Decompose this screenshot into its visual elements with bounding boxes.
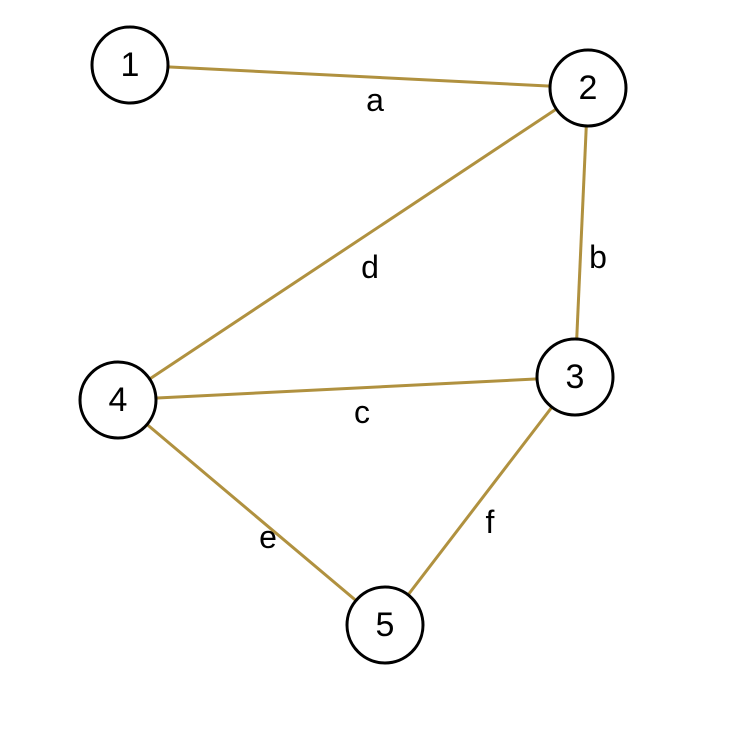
node-label: 1 xyxy=(121,46,140,84)
edge-label-f: f xyxy=(486,504,495,540)
edge-label-d: d xyxy=(361,249,379,285)
edge-c xyxy=(117,375,576,402)
edge-label-e: e xyxy=(259,519,277,555)
edge-label-a: a xyxy=(366,82,384,118)
edge-b xyxy=(573,87,590,378)
node-label: 3 xyxy=(566,358,585,396)
node-circle xyxy=(90,25,170,105)
node-3: 3 xyxy=(535,337,615,417)
node-label: 5 xyxy=(376,606,395,644)
edge-label-c: c xyxy=(354,394,370,430)
node-5: 5 xyxy=(345,585,425,665)
node-label: 4 xyxy=(109,381,128,419)
node-circle xyxy=(535,337,615,417)
node-circle xyxy=(345,585,425,665)
node-circle xyxy=(78,360,158,440)
node-circle xyxy=(548,48,628,128)
node-label: 2 xyxy=(579,69,598,107)
edge-label-b: b xyxy=(589,239,607,275)
node-2: 2 xyxy=(548,48,628,128)
edge-f xyxy=(383,376,577,626)
node-4: 4 xyxy=(78,360,158,440)
node-1: 1 xyxy=(90,25,170,105)
edge-d xyxy=(117,86,589,402)
edge-a xyxy=(129,63,589,90)
edge-e xyxy=(117,398,386,627)
